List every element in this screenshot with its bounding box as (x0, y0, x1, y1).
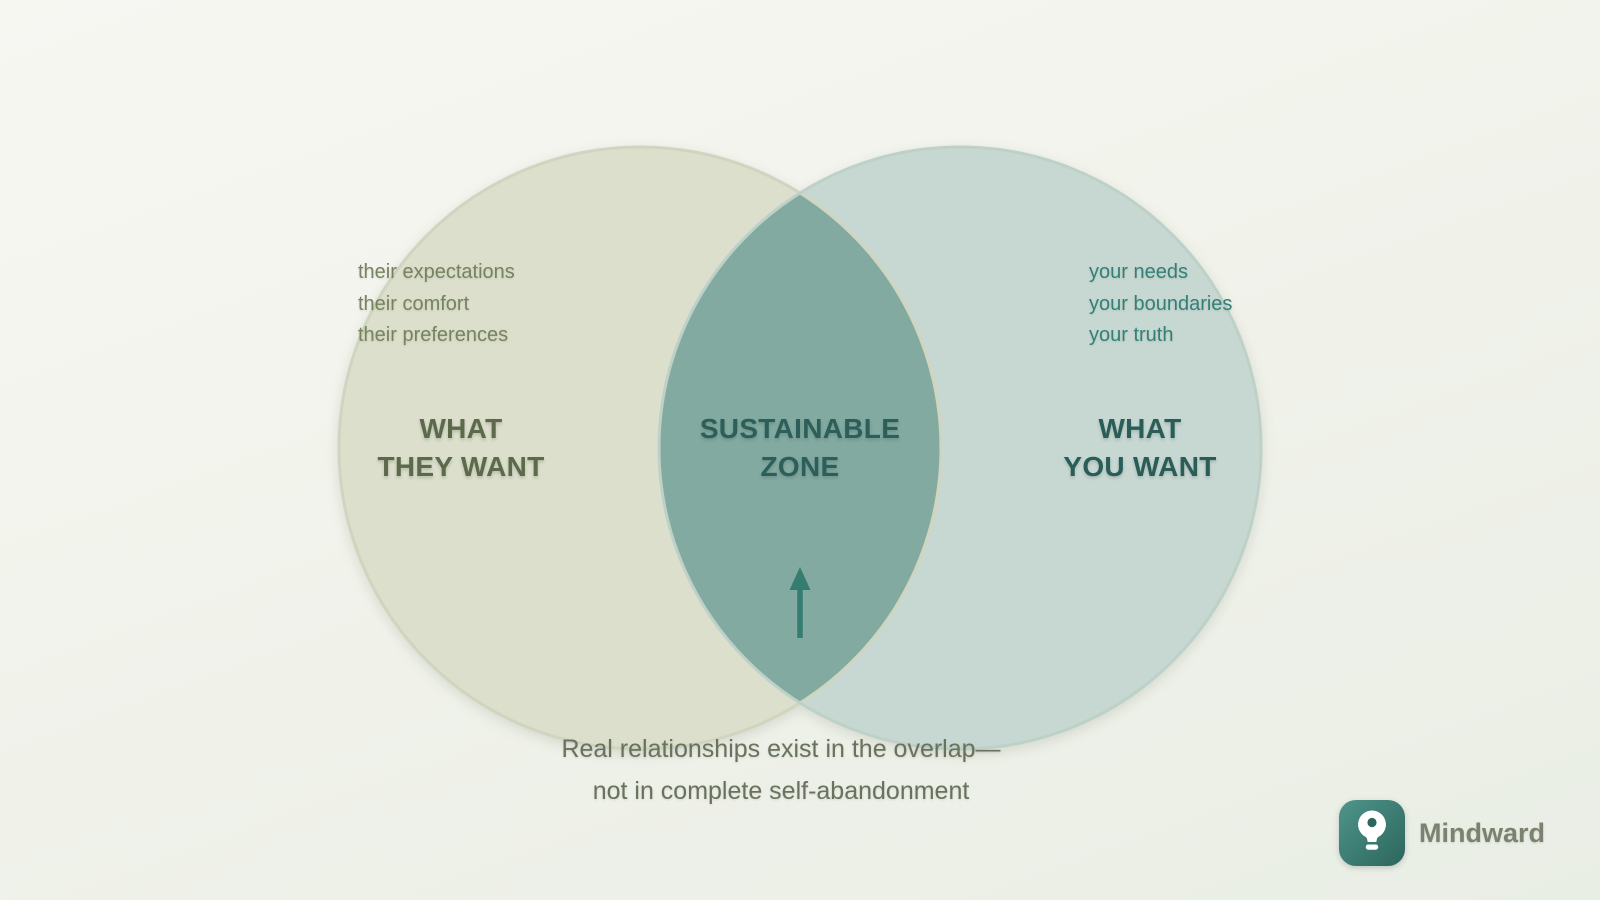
right-circle-outline (657, 145, 1263, 751)
list-item: your needs (1089, 261, 1188, 283)
list-item: their preferences (358, 324, 509, 346)
caption-line-1: Real relationships exist in the overlap— (561, 735, 1001, 763)
overlap-title: SUSTAINABLE ZONE (650, 410, 950, 486)
title-line: WHAT (1098, 413, 1182, 444)
title-line: WHAT (419, 413, 503, 444)
caption-line-2: not in complete self-abandonment (592, 777, 970, 805)
brand-name: Mindward (1419, 817, 1545, 848)
overlap-lens (658, 193, 942, 703)
left-circle-outline (337, 145, 943, 751)
lightbulb-icon (1339, 800, 1405, 866)
list-item: your boundaries (1089, 292, 1233, 315)
list-item: your truth (1089, 324, 1174, 346)
right-circle-items: your needs your boundaries your truth (1089, 257, 1232, 352)
list-item: their expectations (358, 261, 515, 283)
title-line: SUSTAINABLE (699, 413, 901, 444)
brand-logo: Mindward (1339, 800, 1545, 866)
caption: Real relationships exist in the overlap—… (431, 728, 1131, 812)
up-arrow-icon (789, 567, 811, 638)
right-circle-title: WHAT YOU WANT (990, 410, 1290, 486)
left-circle-items: their expectations their comfort their p… (358, 257, 515, 352)
title-line: ZONE (760, 451, 840, 482)
left-circle-title: WHAT THEY WANT (311, 410, 611, 486)
title-line: YOU WANT (1063, 451, 1217, 482)
title-line: THEY WANT (377, 451, 545, 482)
list-item: their comfort (358, 292, 470, 315)
